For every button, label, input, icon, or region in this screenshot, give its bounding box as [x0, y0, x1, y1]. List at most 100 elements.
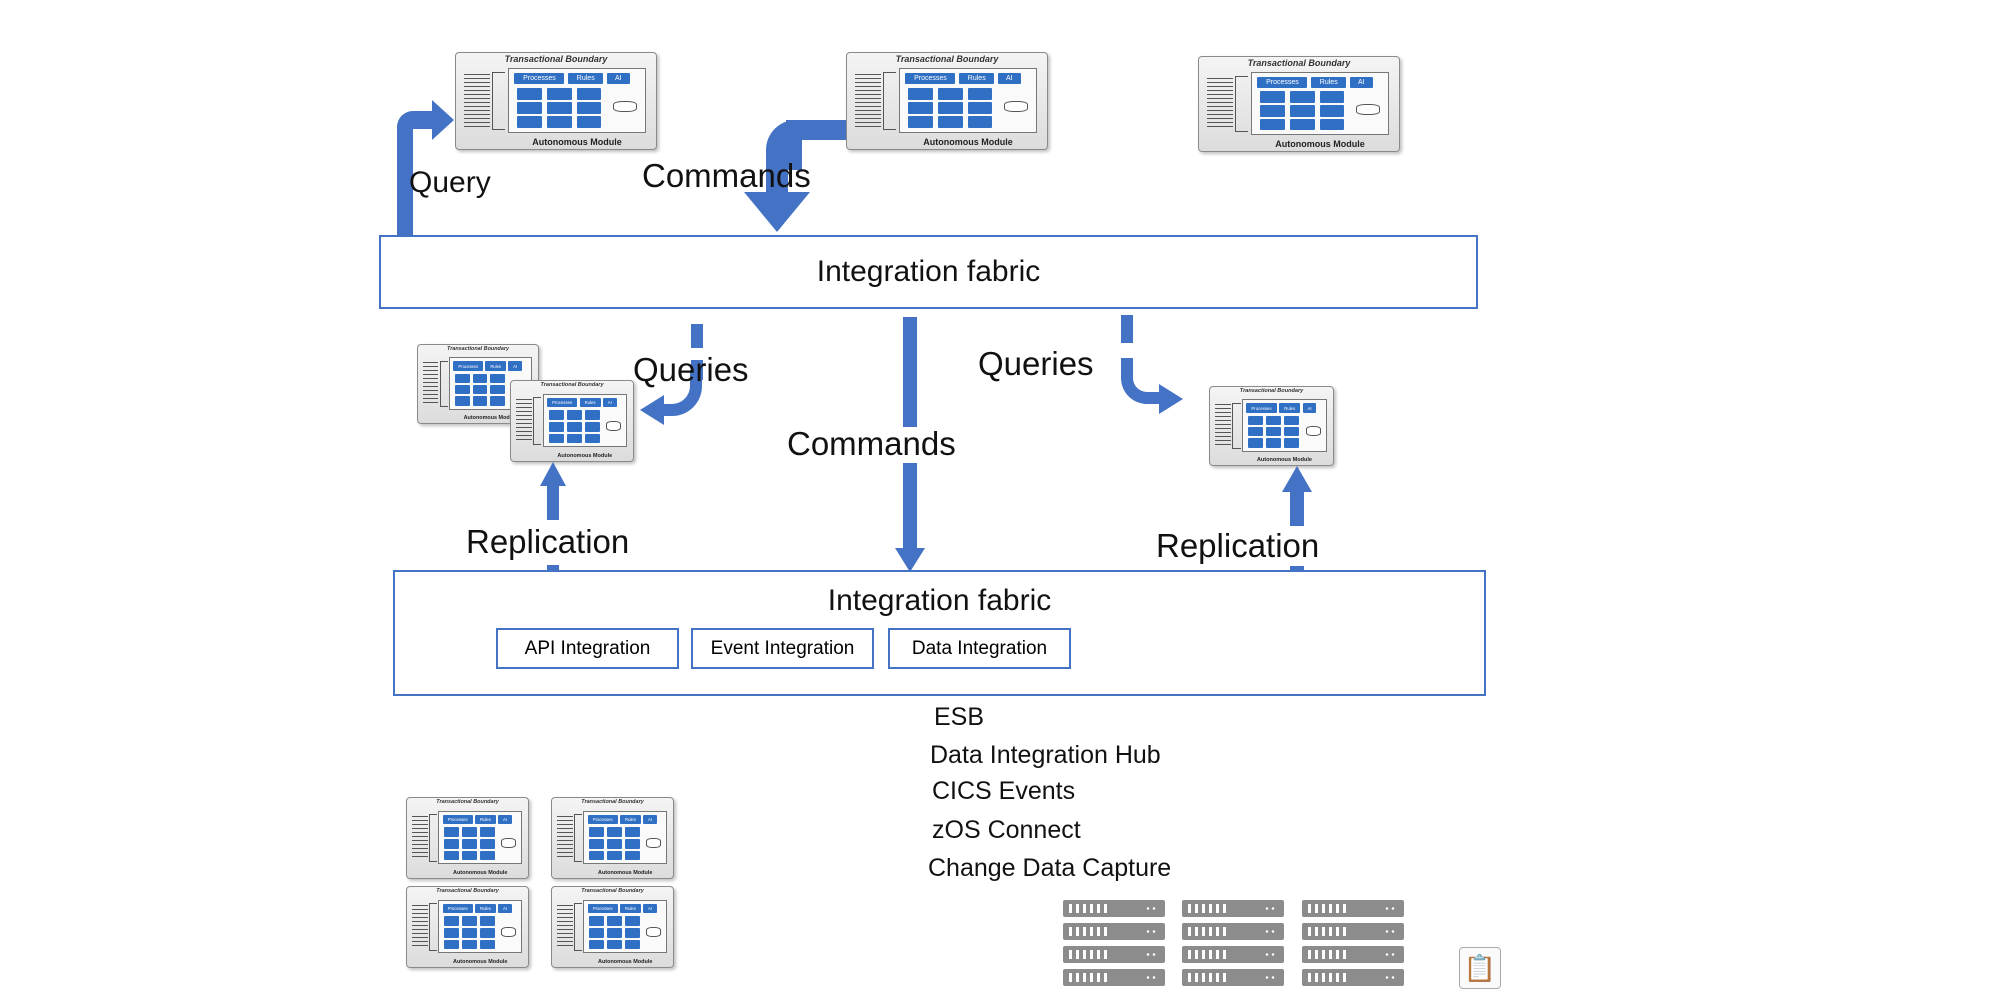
- module-cell: [480, 916, 495, 926]
- module-process-grid: [1247, 415, 1300, 448]
- module-cell: [908, 102, 933, 114]
- module-cell: [1266, 426, 1282, 437]
- server-rack-icon: [1182, 900, 1284, 917]
- module-top-label: Transactional Boundary: [436, 799, 499, 805]
- module-bracket: [428, 814, 438, 862]
- database-icon: [605, 420, 621, 431]
- module-bottom-label: Autonomous Module: [598, 870, 653, 876]
- queries-left-label: Queries: [633, 351, 749, 388]
- module-process-grid: [444, 827, 495, 861]
- module-cell: [444, 939, 460, 950]
- queries-left-arrow-head: [640, 395, 664, 425]
- module-chip: AI: [643, 903, 657, 914]
- module-cell: [589, 827, 605, 837]
- module-cell: [937, 116, 963, 128]
- module-bottom-label: Autonomous Module: [1256, 457, 1312, 463]
- module-bottom-label: Autonomous Module: [532, 137, 622, 147]
- module-cell: [1319, 105, 1345, 117]
- module-cell: [444, 850, 460, 861]
- module-cell: [462, 838, 477, 849]
- module-ports: [411, 904, 428, 950]
- module-bottom-label: Autonomous Module: [598, 959, 653, 965]
- module-process-grid: [589, 916, 640, 950]
- module-cell: [625, 838, 640, 849]
- integration-fabric-top: Integration fabric: [379, 235, 1478, 309]
- module-cell: [607, 927, 622, 938]
- database-icon: [646, 926, 662, 937]
- module-cell: [480, 927, 495, 938]
- commands-center-label: Commands: [787, 425, 956, 462]
- module-cell: [937, 88, 963, 100]
- module-cell: [517, 116, 542, 128]
- database-icon: [501, 926, 517, 937]
- module-cell: [455, 396, 470, 406]
- module-chip: Processes: [547, 397, 578, 408]
- module-cell: [967, 88, 993, 100]
- module-cell: [1266, 415, 1282, 425]
- query-arrow-elbow: [397, 111, 437, 129]
- module-cell: [589, 916, 605, 926]
- module-ports: [464, 74, 490, 128]
- replication-right-shaft: [1290, 490, 1304, 526]
- database-icon: [501, 837, 517, 848]
- module-top-label: Transactional Boundary: [436, 888, 499, 894]
- module-chip: Processes: [442, 903, 473, 914]
- module-cell: [480, 838, 495, 849]
- queries-right-curve: [1121, 358, 1161, 404]
- module-bottom-label: Autonomous Module: [923, 137, 1013, 147]
- module-process-grid: [517, 88, 602, 128]
- module-chip: Processes: [587, 903, 618, 914]
- server-rack-icon: [1063, 900, 1165, 917]
- tech-esb: ESB: [934, 703, 985, 731]
- module-bottom-label: Autonomous Module: [453, 870, 508, 876]
- commands-center-shaft-top: [903, 317, 917, 427]
- module-cell: [444, 827, 460, 837]
- module-cell: [566, 421, 582, 432]
- module-cell: [1247, 438, 1264, 448]
- module-cell: [455, 384, 470, 395]
- module-cell: [1247, 415, 1264, 425]
- module-chip: AI: [643, 814, 657, 825]
- database-icon: [1004, 100, 1028, 113]
- module-ports: [1214, 404, 1231, 448]
- module-cell: [1319, 118, 1345, 131]
- module-chip: Rules: [959, 73, 995, 85]
- clipboard-icon[interactable]: 📋: [1459, 947, 1501, 989]
- replication-left-label: Replication: [466, 523, 630, 560]
- module-cell: [1319, 91, 1345, 103]
- module-ports: [411, 815, 428, 861]
- api-integration-box: API Integration: [496, 628, 679, 669]
- module-chip: Rules: [474, 903, 496, 914]
- module-chip: Processes: [905, 73, 956, 85]
- module-chip: Processes: [1246, 403, 1277, 413]
- module-chip: Processes: [587, 814, 618, 825]
- module-cell: [1284, 426, 1300, 437]
- module-cell: [625, 939, 640, 950]
- commands-top-label: Commands: [642, 157, 811, 194]
- server-rack-icon: [1063, 969, 1165, 986]
- integration-fabric-top-title: Integration fabric: [816, 255, 1041, 288]
- module-cell: [480, 850, 495, 861]
- module-process-grid: [1260, 91, 1345, 131]
- module-bracket: [573, 814, 583, 862]
- module-cell: [548, 410, 564, 420]
- database-icon: [1305, 425, 1321, 436]
- replication-right-label: Replication: [1156, 527, 1320, 564]
- event-integration-box: Event Integration: [691, 628, 874, 669]
- server-rack-icon: [1063, 946, 1165, 963]
- module-chip: Rules: [579, 397, 601, 408]
- tech-zos-connect: zOS Connect: [932, 816, 1081, 844]
- module-chip: Processes: [442, 814, 473, 825]
- module-cell: [1260, 91, 1285, 103]
- module-chip: Rules: [1311, 76, 1347, 88]
- server-rack-icon: [1302, 969, 1404, 986]
- module-cell: [576, 88, 602, 100]
- queries-right-arrow-head: [1159, 384, 1183, 414]
- module-ports: [855, 74, 881, 128]
- server-rack-icon: [1063, 923, 1165, 940]
